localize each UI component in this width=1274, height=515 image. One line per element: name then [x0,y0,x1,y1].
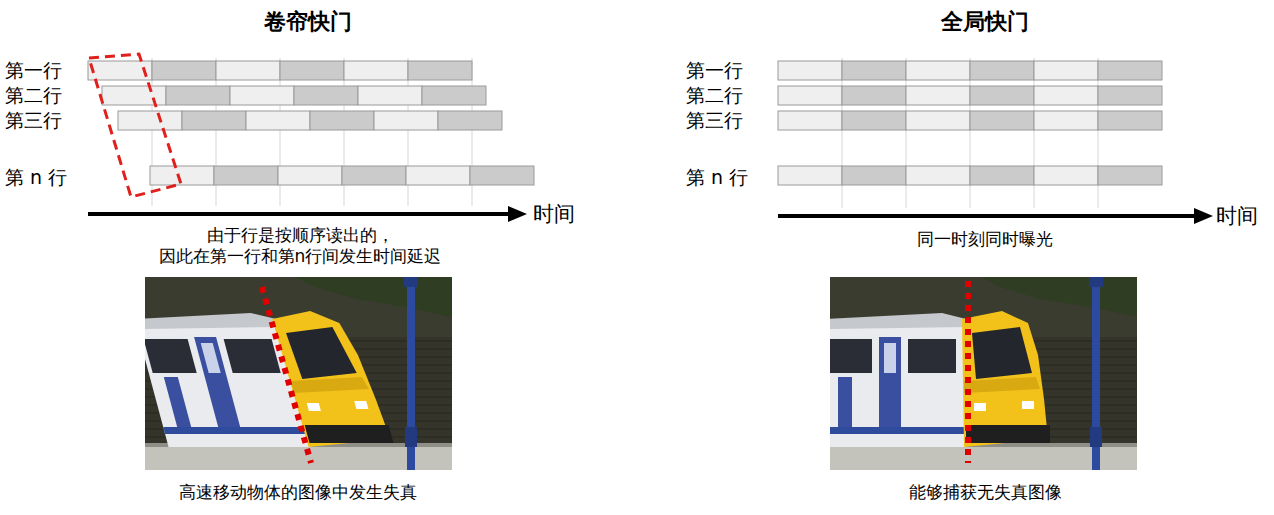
grid-lines [152,58,1098,208]
exposure-segment [778,61,842,80]
exposure-segment [374,111,438,130]
exposure-segment [1098,166,1162,185]
panel-heading: 卷帘快门 [264,8,352,36]
exposure-segment [280,61,344,80]
image-caption: 能够捕获无失真图像 [909,482,1062,503]
exposure-segment [1098,86,1162,105]
row-label: 第三行 [686,109,743,133]
axis-arrowhead [1194,208,1213,224]
exposure-segment [842,166,906,185]
exposure-segment [906,61,970,80]
exposure-segment [310,111,374,130]
exposure-segment [150,166,214,185]
exposure-segment [166,86,230,105]
exposure-segment [1098,111,1162,130]
exposure-segment [778,86,842,105]
exposure-segment [230,86,294,105]
explanation-note: 由于行是按顺序读出的， 因此在第一行和第n行间发生时间延迟 [130,225,470,268]
train-front-line [262,287,311,463]
axis-label: 时间 [533,201,575,227]
exposure-segment [842,86,906,105]
train-photo [145,277,452,470]
delay-highlight [89,54,181,197]
row-label: 第三行 [5,109,62,133]
exposure-segment [970,61,1034,80]
exposure-segment [778,166,842,185]
exposure-segment [152,61,216,80]
exposure-segment [470,166,534,185]
row-label: 第一行 [686,59,743,83]
exposure-segment [102,86,166,105]
exposure-segment [182,111,246,130]
exposure-segment [906,86,970,105]
exposure-segment [408,61,472,80]
exposure-segment [342,166,406,185]
exposure-segment [906,111,970,130]
exposure-segment [1034,86,1098,105]
exposure-segment [358,86,422,105]
exposure-segment [118,111,182,130]
explanation-note: 同一时刻同时曝光 [917,229,1053,250]
exposure-segment [842,111,906,130]
train-front-line [965,281,971,463]
exposure-segment [778,111,842,130]
exposure-segment [216,61,280,80]
exposure-segment [438,111,502,130]
row-label: 第一行 [5,59,62,83]
axis-arrowhead [508,206,527,222]
exposure-segment [1098,61,1162,80]
exposure-segment [88,61,152,80]
train [830,311,1050,447]
exposure-segment [278,166,342,185]
exposure-segment [294,86,358,105]
exposure-segment [406,166,470,185]
time-axes [88,206,1213,224]
exposure-segment [842,61,906,80]
exposure-segment [970,166,1034,185]
exposure-segment [422,86,486,105]
image-caption: 高速移动物体的图像中发生失真 [179,482,417,503]
exposure-bars [88,61,1162,185]
exposure-segment [214,166,278,185]
exposure-segment [246,111,310,130]
row-label: 第二行 [686,84,743,108]
time-axis [778,214,1196,218]
train [145,311,395,447]
exposure-segment [970,86,1034,105]
exposure-segment [1034,111,1098,130]
exposure-segment [970,111,1034,130]
train-photo [830,277,1137,470]
exposure-segment [1034,166,1098,185]
exposure-segment [1034,61,1098,80]
time-axis [88,212,510,216]
exposure-segment [344,61,408,80]
panel-heading: 全局快门 [941,8,1029,36]
row-label: 第 n 行 [686,166,748,190]
row-label: 第 n 行 [5,166,67,190]
axis-label: 时间 [1216,203,1258,229]
row-label: 第二行 [5,84,62,108]
exposure-segment [906,166,970,185]
